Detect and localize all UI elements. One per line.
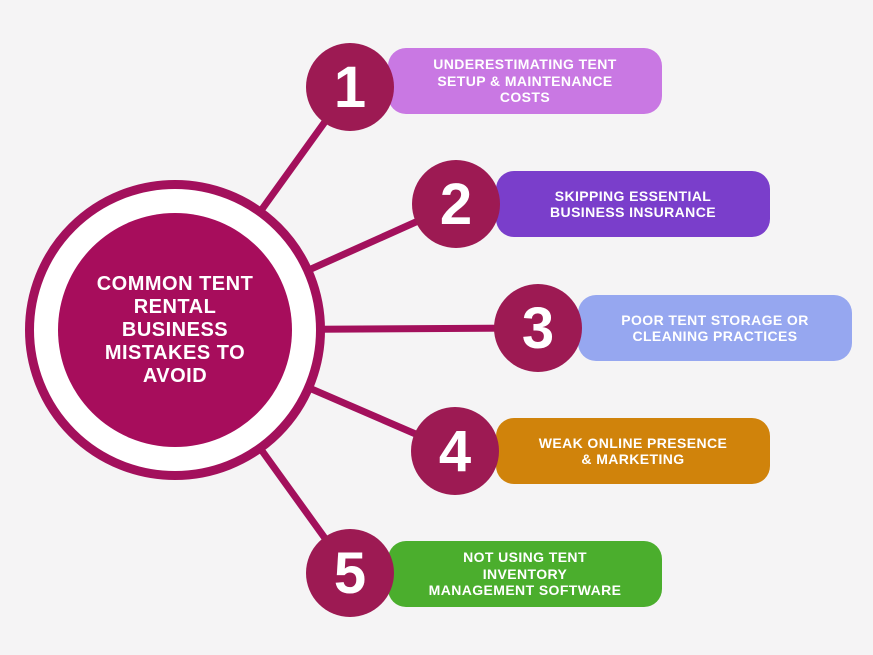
mistake-number-5: 5 (306, 529, 394, 617)
mistake-label-1-line-1: UNDERESTIMATING TENT (433, 56, 617, 73)
mistake-label-2: SKIPPING ESSENTIAL BUSINESS INSURANCE (550, 188, 716, 221)
mistake-label-1: UNDERESTIMATING TENT SETUP & MAINTENANCE… (433, 56, 617, 106)
mistake-label-3-line-2: CLEANING PRACTICES (632, 328, 798, 344)
mistake-bar-1: UNDERESTIMATING TENT SETUP & MAINTENANCE… (388, 48, 662, 114)
mistake-label-5-line-3: MANAGEMENT SOFTWARE (428, 582, 622, 599)
mistake-number-5-text: 5 (333, 540, 367, 606)
mistake-bar-3: POOR TENT STORAGE OR CLEANING PRACTICES (578, 295, 852, 361)
mistake-label-3-line-1: POOR TENT STORAGE OR (621, 311, 809, 328)
mistake-label-1-line-3: COSTS (499, 89, 551, 106)
mistake-number-4-text: 4 (438, 418, 472, 484)
mistake-label-5: NOT USING TENT INVENTORY MANAGEMENT SOFT… (429, 549, 622, 599)
mistake-bar-5: NOT USING TENT INVENTORY MANAGEMENT SOFT… (388, 541, 662, 607)
central-circle-fill: COMMON TENT RENTAL BUSINESS MISTAKES TO … (58, 213, 292, 447)
mistake-number-1: 1 (306, 43, 394, 131)
central-title-line-3: BUSINESS (121, 318, 229, 341)
central-title-line-4: MISTAKES TO (104, 341, 246, 364)
central-title-line-5: AVOID (142, 364, 208, 387)
mistake-label-4-line-1: WEAK ONLINE PRESENCE (538, 434, 728, 451)
central-title: COMMON TENT RENTAL BUSINESS MISTAKES TO … (97, 273, 254, 388)
central-circle: COMMON TENT RENTAL BUSINESS MISTAKES TO … (25, 180, 325, 480)
central-title-line-1: COMMON TENT (96, 272, 254, 295)
mistake-label-5-line-1: NOT USING TENT (463, 549, 587, 566)
mistake-label-5-line-2: INVENTORY (482, 565, 568, 582)
mistake-number-2: 2 (412, 160, 500, 248)
mistake-label-1-line-2: SETUP & MAINTENANCE (437, 72, 613, 89)
mistake-number-3: 3 (494, 284, 582, 372)
central-title-line-2: RENTAL (133, 295, 217, 318)
mistake-bar-4: WEAK ONLINE PRESENCE & MARKETING (496, 418, 770, 484)
mistake-number-4: 4 (411, 407, 499, 495)
mistake-label-4-line-2: & MARKETING (581, 451, 685, 467)
mistake-number-2-text: 2 (439, 171, 473, 237)
mistake-number-1-text: 1 (333, 54, 367, 120)
mistake-label-4: WEAK ONLINE PRESENCE & MARKETING (539, 435, 727, 468)
mistake-label-2-line-1: SKIPPING ESSENTIAL (554, 187, 712, 204)
mistake-label-2-line-2: BUSINESS INSURANCE (550, 204, 716, 220)
mistake-number-3-text: 3 (521, 295, 555, 361)
mistake-bar-2: SKIPPING ESSENTIAL BUSINESS INSURANCE (496, 171, 770, 237)
mistake-label-3: POOR TENT STORAGE OR CLEANING PRACTICES (621, 312, 808, 345)
